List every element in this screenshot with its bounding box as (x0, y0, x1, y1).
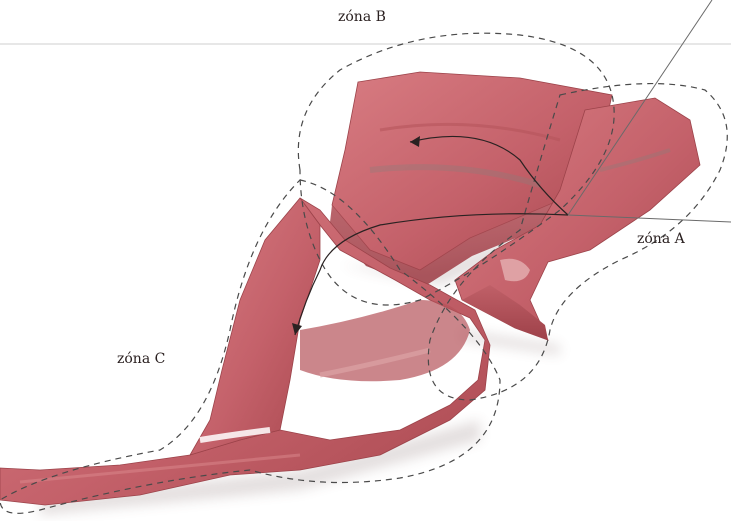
zone-a-label: zóna A (637, 231, 685, 247)
zone-b-label: zóna B (338, 9, 386, 25)
zone-c-label: zóna C (117, 351, 165, 367)
